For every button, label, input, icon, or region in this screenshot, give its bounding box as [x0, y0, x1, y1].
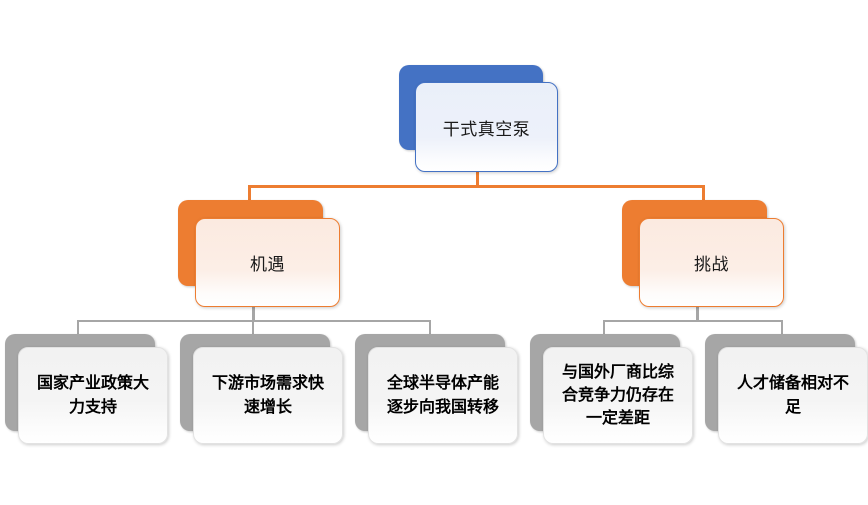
node-leaf-4-front-card: 与国外厂商比综 合竞争力仍存在 一定差距 — [543, 347, 693, 444]
connector-root-stem — [476, 171, 479, 187]
node-leaf-5[interactable]: 人才储备相对不 足 — [705, 334, 868, 444]
connector-leaf-drop-1 — [77, 320, 79, 335]
connector-branch-bus — [248, 185, 705, 188]
node-leaf-1-label: 国家产业政策大 力支持 — [36, 375, 149, 416]
connector-leaf-drop-5 — [781, 320, 783, 335]
node-leaf-3-label: 全球半导体产能 逐步向我国转移 — [386, 375, 499, 416]
node-challenge-label: 挑战 — [694, 255, 729, 274]
connector-leaf-drop-2 — [252, 320, 254, 335]
connector-challenge-stem — [696, 305, 699, 322]
node-leaf-5-front-card: 人才储备相对不 足 — [718, 347, 868, 444]
connector-opportunity-stem — [252, 305, 255, 322]
node-opportunity[interactable]: 机遇 — [178, 200, 340, 307]
node-root-label: 干式真空泵 — [442, 119, 531, 139]
node-leaf-3[interactable]: 全球半导体产能 逐步向我国转移 — [355, 334, 518, 444]
node-leaf-4[interactable]: 与国外厂商比综 合竞争力仍存在 一定差距 — [530, 334, 693, 444]
connector-opportunity-bus — [77, 320, 431, 322]
node-root[interactable]: 干式真空泵 — [399, 65, 559, 172]
node-leaf-3-front-card: 全球半导体产能 逐步向我国转移 — [368, 347, 518, 444]
connector-branch-drop-challenge — [702, 185, 705, 201]
node-challenge-front-card: 挑战 — [639, 218, 784, 307]
node-leaf-2-front-card: 下游市场需求快 速增长 — [193, 347, 343, 444]
node-opportunity-front-card: 机遇 — [195, 218, 340, 307]
connector-leaf-drop-4 — [603, 320, 605, 335]
node-opportunity-label: 机遇 — [250, 255, 285, 274]
node-leaf-4-label: 与国外厂商比综 合竞争力仍存在 一定差距 — [561, 363, 674, 428]
connector-branch-drop-opportunity — [248, 185, 251, 201]
node-leaf-5-label: 人才储备相对不 足 — [736, 375, 849, 416]
node-challenge[interactable]: 挑战 — [622, 200, 784, 307]
node-leaf-1-front-card: 国家产业政策大 力支持 — [18, 347, 168, 444]
node-root-front-card: 干式真空泵 — [415, 82, 558, 172]
node-leaf-2-label: 下游市场需求快 速增长 — [211, 375, 324, 416]
connector-challenge-bus — [603, 320, 783, 322]
node-leaf-2[interactable]: 下游市场需求快 速增长 — [180, 334, 343, 444]
node-leaf-1[interactable]: 国家产业政策大 力支持 — [5, 334, 168, 444]
connector-leaf-drop-3 — [429, 320, 431, 335]
